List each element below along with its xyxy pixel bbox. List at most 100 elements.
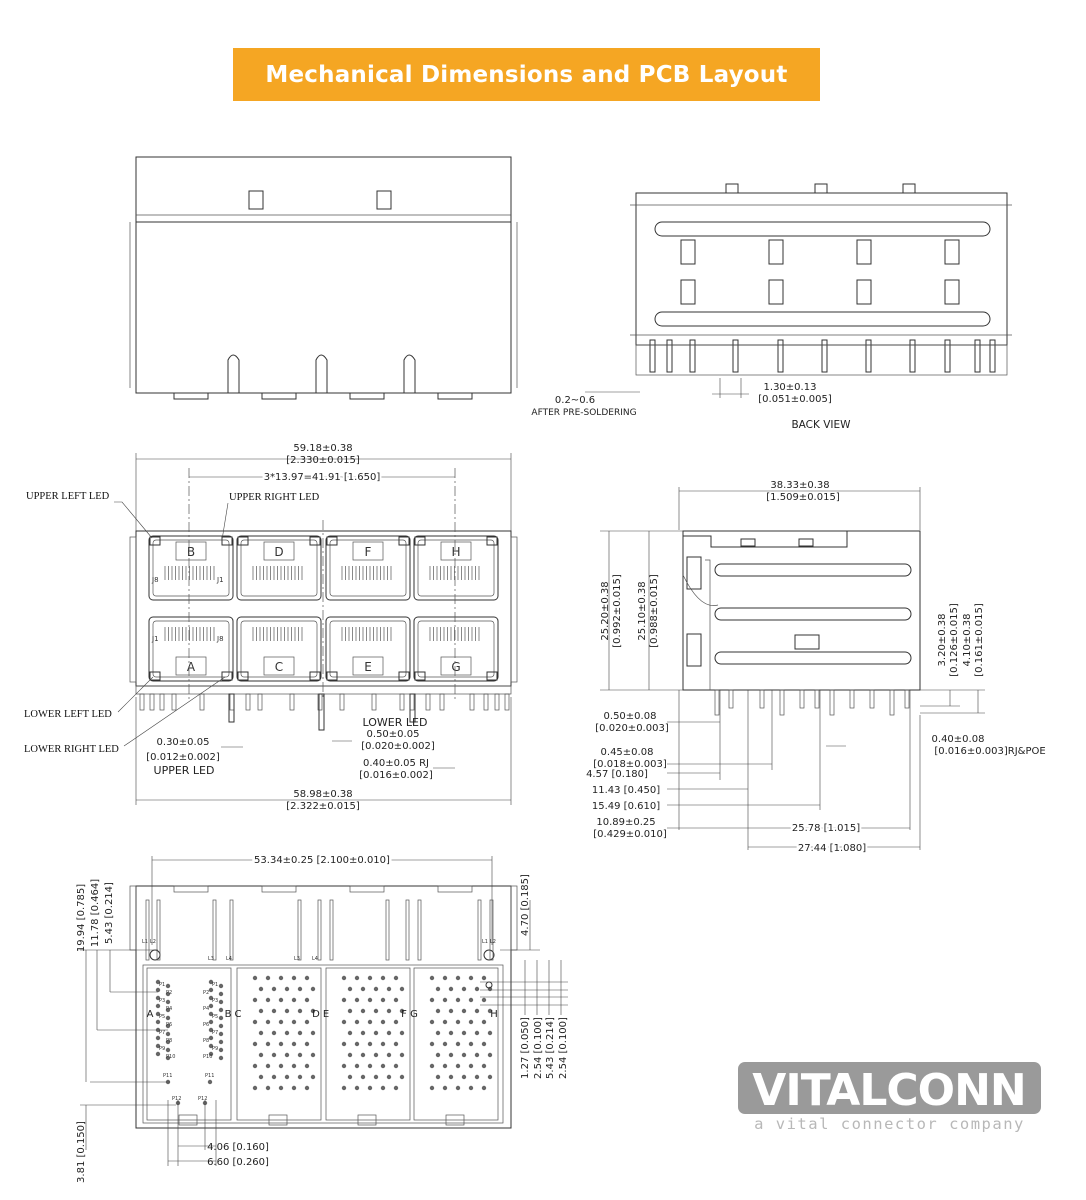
- rj45-port: C: [236, 616, 322, 682]
- height-1-dim: 25.20±0.38: [600, 581, 611, 640]
- pcb-led-lead: [297, 899, 302, 961]
- side-pin: [829, 689, 835, 716]
- lower-led-label: LOWER LED: [363, 716, 428, 729]
- front-leg: [199, 693, 205, 711]
- pcb-hole: [448, 1074, 454, 1080]
- pcb-hole: [284, 1008, 290, 1014]
- pcb-hole: [373, 986, 379, 992]
- pcb-hole: [429, 1019, 435, 1025]
- pin-label: P2: [203, 990, 209, 996]
- pcb-hole: [354, 975, 360, 981]
- upper-left-led-label: UPPER LEFT LED: [26, 491, 110, 502]
- pcb-led-lead: [385, 899, 390, 961]
- side-pin: [779, 689, 785, 716]
- side-pin: [714, 689, 720, 716]
- pcb-hole: [291, 1041, 297, 1047]
- pcb-hole: [291, 975, 297, 981]
- pcb-led-lead: [489, 899, 494, 961]
- pcb-hole: [304, 1041, 310, 1047]
- tail-1-dim-in: [0.126±0.015]: [949, 603, 960, 677]
- pcb-hole: [442, 1041, 448, 1047]
- pcb-hole: [341, 1085, 347, 1091]
- pcb-hole: [429, 1085, 435, 1091]
- pcb-hole: [310, 1008, 316, 1014]
- pcb-hole: [278, 997, 284, 1003]
- pin-label: P9: [212, 1046, 218, 1052]
- pcb-left-dim-1: 19.94 [0.785]: [76, 884, 87, 952]
- pcb-hole: [481, 975, 487, 981]
- back-pin: [974, 339, 981, 373]
- pcb-hole: [448, 1030, 454, 1036]
- pcb-hole: [435, 1074, 441, 1080]
- pcb-hole: [429, 975, 435, 981]
- pcb-hole: [208, 1027, 214, 1033]
- port-letter: A: [187, 660, 196, 674]
- pcb-bottom-left-dim: 3.81 [0.150]: [76, 1121, 87, 1183]
- back-pin: [909, 339, 916, 373]
- pcb-led-lead: [329, 899, 334, 961]
- pcb-hole: [461, 986, 467, 992]
- pcb-hole: [271, 1030, 277, 1036]
- side-pin: [759, 689, 765, 709]
- pcb-width-dim: 53.34±0.25 [2.100±0.010]: [254, 855, 390, 866]
- pcb-hole: [429, 1063, 435, 1069]
- pin-label: P3: [212, 998, 218, 1004]
- pin-label: P11: [163, 1073, 172, 1079]
- led-pin-label: L2: [490, 939, 496, 945]
- pcb-led-lead: [229, 899, 234, 961]
- side-pin: [869, 689, 875, 709]
- pcb-hole: [442, 1085, 448, 1091]
- pcb-hole: [252, 1085, 258, 1091]
- side-pin: [799, 689, 805, 709]
- pcb-hole: [218, 1023, 224, 1029]
- pcb-hole: [455, 1019, 461, 1025]
- d6-dim: 10.89±0.25: [596, 817, 655, 828]
- pcb-hole: [399, 1030, 405, 1036]
- pcb-hole: [265, 997, 271, 1003]
- pcb-hole: [165, 1015, 171, 1021]
- pcb-hole: [271, 1074, 277, 1080]
- pcb-hole: [341, 1041, 347, 1047]
- pcb-hole: [429, 1041, 435, 1047]
- pcb-hole: [278, 975, 284, 981]
- pcb-hole: [297, 1052, 303, 1058]
- pcb-hole: [258, 1074, 264, 1080]
- pcb-hole: [310, 1030, 316, 1036]
- pcb-hole: [284, 1030, 290, 1036]
- pcb-hole: [373, 1008, 379, 1014]
- upper-right-led-label: UPPER RIGHT LED: [229, 492, 320, 503]
- front-leg: [409, 693, 415, 711]
- width-top-dim-in: [2.330±0.015]: [286, 455, 360, 466]
- port-letter: F: [365, 545, 372, 559]
- pcb-port-tab: [445, 1114, 465, 1126]
- pcb-hole: [435, 986, 441, 992]
- pcb-hole: [218, 991, 224, 997]
- pcb-hole: [367, 1019, 373, 1025]
- pcb-hole: [278, 1085, 284, 1091]
- pcb-hole: [468, 975, 474, 981]
- pcb-port-e: E: [323, 1009, 329, 1020]
- pcb-port-a: A: [147, 1009, 154, 1020]
- front-leg: [339, 693, 345, 711]
- pcb-hole: [165, 1007, 171, 1013]
- pcb-hole: [155, 987, 161, 993]
- pcb-hole: [165, 1039, 171, 1045]
- back-pin: [944, 339, 951, 373]
- back-pin: [689, 339, 696, 373]
- front-leg: [425, 693, 431, 711]
- pcb-hole: [310, 986, 316, 992]
- front-leg: [149, 693, 155, 711]
- pcb-hole: [380, 1063, 386, 1069]
- pcb-port-b: B: [225, 1009, 232, 1020]
- pcb-hole: [367, 997, 373, 1003]
- pcb-hole: [399, 1008, 405, 1014]
- pcb-hole: [481, 1041, 487, 1047]
- pcb-hole: [252, 975, 258, 981]
- pin-label: P11: [205, 1073, 214, 1079]
- pcb-hole: [442, 975, 448, 981]
- pcb-right-dim-4: 2.54 [0.100]: [558, 1017, 569, 1079]
- rj-dim: 0.40±0.05 RJ: [363, 758, 429, 769]
- front-leg: [245, 693, 251, 711]
- pcb-hole: [297, 1074, 303, 1080]
